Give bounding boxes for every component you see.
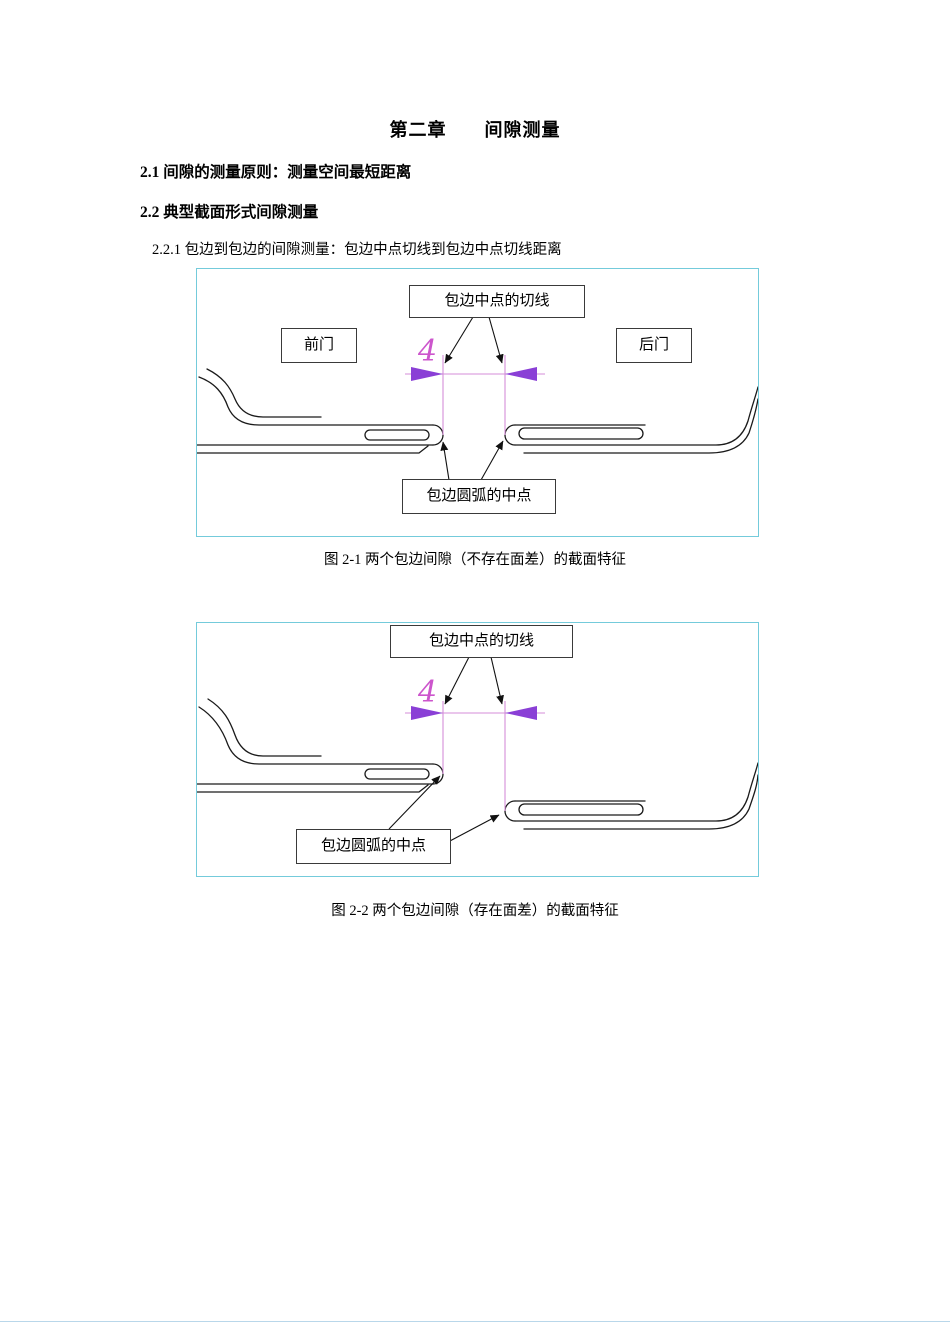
label-front-door: 前门	[281, 328, 357, 363]
figure-2-1-caption: 图 2-1 两个包边间隙（不存在面差）的截面特征	[323, 552, 627, 568]
heading-2-1: 2.1 间隙的测量原则：测量空间最短距离	[140, 164, 412, 181]
leader-arrows-2	[388, 656, 504, 843]
label-tangent-line-1: 包边中点的切线	[409, 285, 585, 318]
label-arc-midpoint-2: 包边圆弧的中点	[296, 829, 451, 864]
page-bottom-rule	[0, 1321, 950, 1322]
hem-cross-section-right	[504, 386, 758, 454]
dim-arrow-left-2	[411, 706, 443, 720]
figure-2-2: 4 包边中点的切线 包边圆弧的中点	[196, 622, 759, 877]
hem-diagram-1: 4	[197, 316, 758, 481]
label-arc-midpoint-1: 包边圆弧的中点	[402, 479, 556, 514]
hem-diagram-2: 4	[197, 656, 758, 843]
gap-dimension-1: 4	[405, 334, 545, 435]
figure-2-1: 4 包边中点的切线 前门 后门 包边圆弧的中点	[196, 268, 759, 537]
label-tangent-line-2: 包边中点的切线	[390, 625, 573, 658]
dim-arrow-right-2	[505, 706, 537, 720]
dim-arrow-right-1	[505, 367, 537, 381]
heading-2-2: 2.2 典型截面形式间隙测量	[140, 204, 319, 221]
paragraph-2-2-1: 2.2.1 包边到包边的间隙测量：包边中点切线到包边中点切线距离	[152, 242, 562, 258]
hem-cross-section-left-2	[197, 698, 444, 793]
dimension-text-2: 4	[417, 675, 437, 710]
hem-cross-section-left	[197, 368, 444, 454]
dim-arrow-left-1	[411, 367, 443, 381]
leader-arrows-1	[440, 316, 504, 481]
figure-2-2-caption: 图 2-2 两个包边间隙（存在面差）的截面特征	[331, 903, 619, 919]
dimension-text-1: 4	[417, 334, 437, 369]
gap-dimension-2: 4	[405, 675, 545, 811]
chapter-title: 第二章 间隙测量	[389, 120, 561, 140]
label-rear-door: 后门	[616, 328, 692, 363]
hem-cross-section-right-2	[504, 762, 758, 830]
